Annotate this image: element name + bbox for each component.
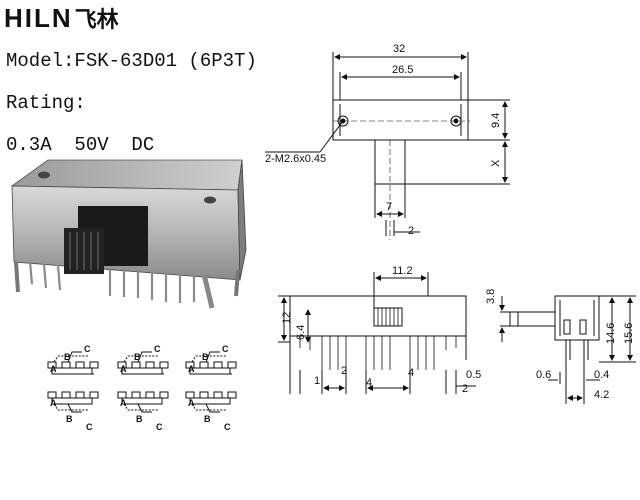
dim-overall-width: 32 xyxy=(393,43,405,55)
schematic-label-c: C xyxy=(222,344,229,354)
dim-side-pin-width: 0.4 xyxy=(594,369,609,381)
schematic-label-c: C xyxy=(84,344,91,354)
schematic-label-b: B xyxy=(202,352,209,362)
schematic-pole-2 xyxy=(117,351,169,375)
schematic-label-a: A xyxy=(50,364,57,374)
top-view-labels: 32 26.5 9.4 X 7 2 2-M2.6x0.45 xyxy=(265,43,502,237)
dim-pitch-a: 4 xyxy=(366,377,372,389)
dim-inner-height: 6.4 xyxy=(295,325,307,340)
rating-label: Rating: xyxy=(6,92,86,114)
schematic-label-b: B xyxy=(136,414,143,424)
brand-logo-latin: HILN xyxy=(4,3,73,33)
schematic-label-a: A xyxy=(188,398,195,408)
schematic-label-a: A xyxy=(188,364,195,374)
schematic-label-b: B xyxy=(66,414,73,424)
dim-pitch-b: 4 xyxy=(408,367,414,379)
dim-body-height: 12 xyxy=(281,312,293,324)
top-view-drawing xyxy=(265,52,510,240)
product-photo xyxy=(10,159,247,309)
front-view-drawing xyxy=(278,272,476,394)
schematic-label-b: B xyxy=(64,352,71,362)
schematic-label-c: C xyxy=(156,422,163,432)
dim-hole-spacing: 26.5 xyxy=(392,64,413,76)
dim-pin-thick: 0.5 xyxy=(466,369,481,381)
dim-side-pin-row: 4.2 xyxy=(594,389,609,401)
dim-slot: 2 xyxy=(408,225,414,237)
switch-schematic xyxy=(47,351,237,413)
dim-total: 15.6 xyxy=(623,323,635,344)
schematic-pole-4 xyxy=(47,391,99,413)
dim-travel: 11.2 xyxy=(392,265,413,277)
schematic-pole-1 xyxy=(47,351,99,375)
schematic-pole-6 xyxy=(185,391,237,413)
schematic-labels: A B C A B C A B C A B C A B C A B C xyxy=(50,344,231,432)
schematic-label-a: A xyxy=(120,364,127,374)
brand-logo-chinese: 飞林 xyxy=(74,7,119,32)
side-view-labels: 3.8 14.6 15.6 0.6 0.4 4.2 xyxy=(485,289,635,401)
dim-knob: 3.8 xyxy=(485,289,497,304)
front-view-labels: 11.2 12 6.4 1 2 4 4 0.5 2 xyxy=(281,265,481,395)
schematic-label-c: C xyxy=(86,422,93,432)
schematic-label-b: B xyxy=(204,414,211,424)
rating-value: 0.3A 50V DC xyxy=(6,134,155,156)
dim-height: 9.4 xyxy=(490,113,502,128)
dim-actuator-width: 7 xyxy=(386,201,392,213)
schematic-pole-5 xyxy=(117,391,169,413)
schematic-label-a: A xyxy=(120,398,127,408)
brand-logo: HILN飞林 xyxy=(4,2,119,34)
dim-pin-c: 2 xyxy=(462,383,468,395)
dim-screw: 2-M2.6x0.45 xyxy=(265,153,326,165)
dim-inner: 14.6 xyxy=(605,323,617,344)
dim-side-pin-thick: 0.6 xyxy=(536,369,551,381)
dim-pin-a: 1 xyxy=(314,375,320,387)
dim-actuator: X xyxy=(490,159,502,167)
schematic-label-b: B xyxy=(134,352,141,362)
schematic-pole-3 xyxy=(185,351,237,375)
schematic-label-c: C xyxy=(224,422,231,432)
schematic-label-a: A xyxy=(50,398,57,408)
model-line: Model:FSK-63D01 (6P3T) xyxy=(6,50,257,72)
dim-pin-b: 2 xyxy=(341,365,347,377)
schematic-label-c: C xyxy=(154,344,161,354)
side-view-drawing xyxy=(499,295,636,404)
